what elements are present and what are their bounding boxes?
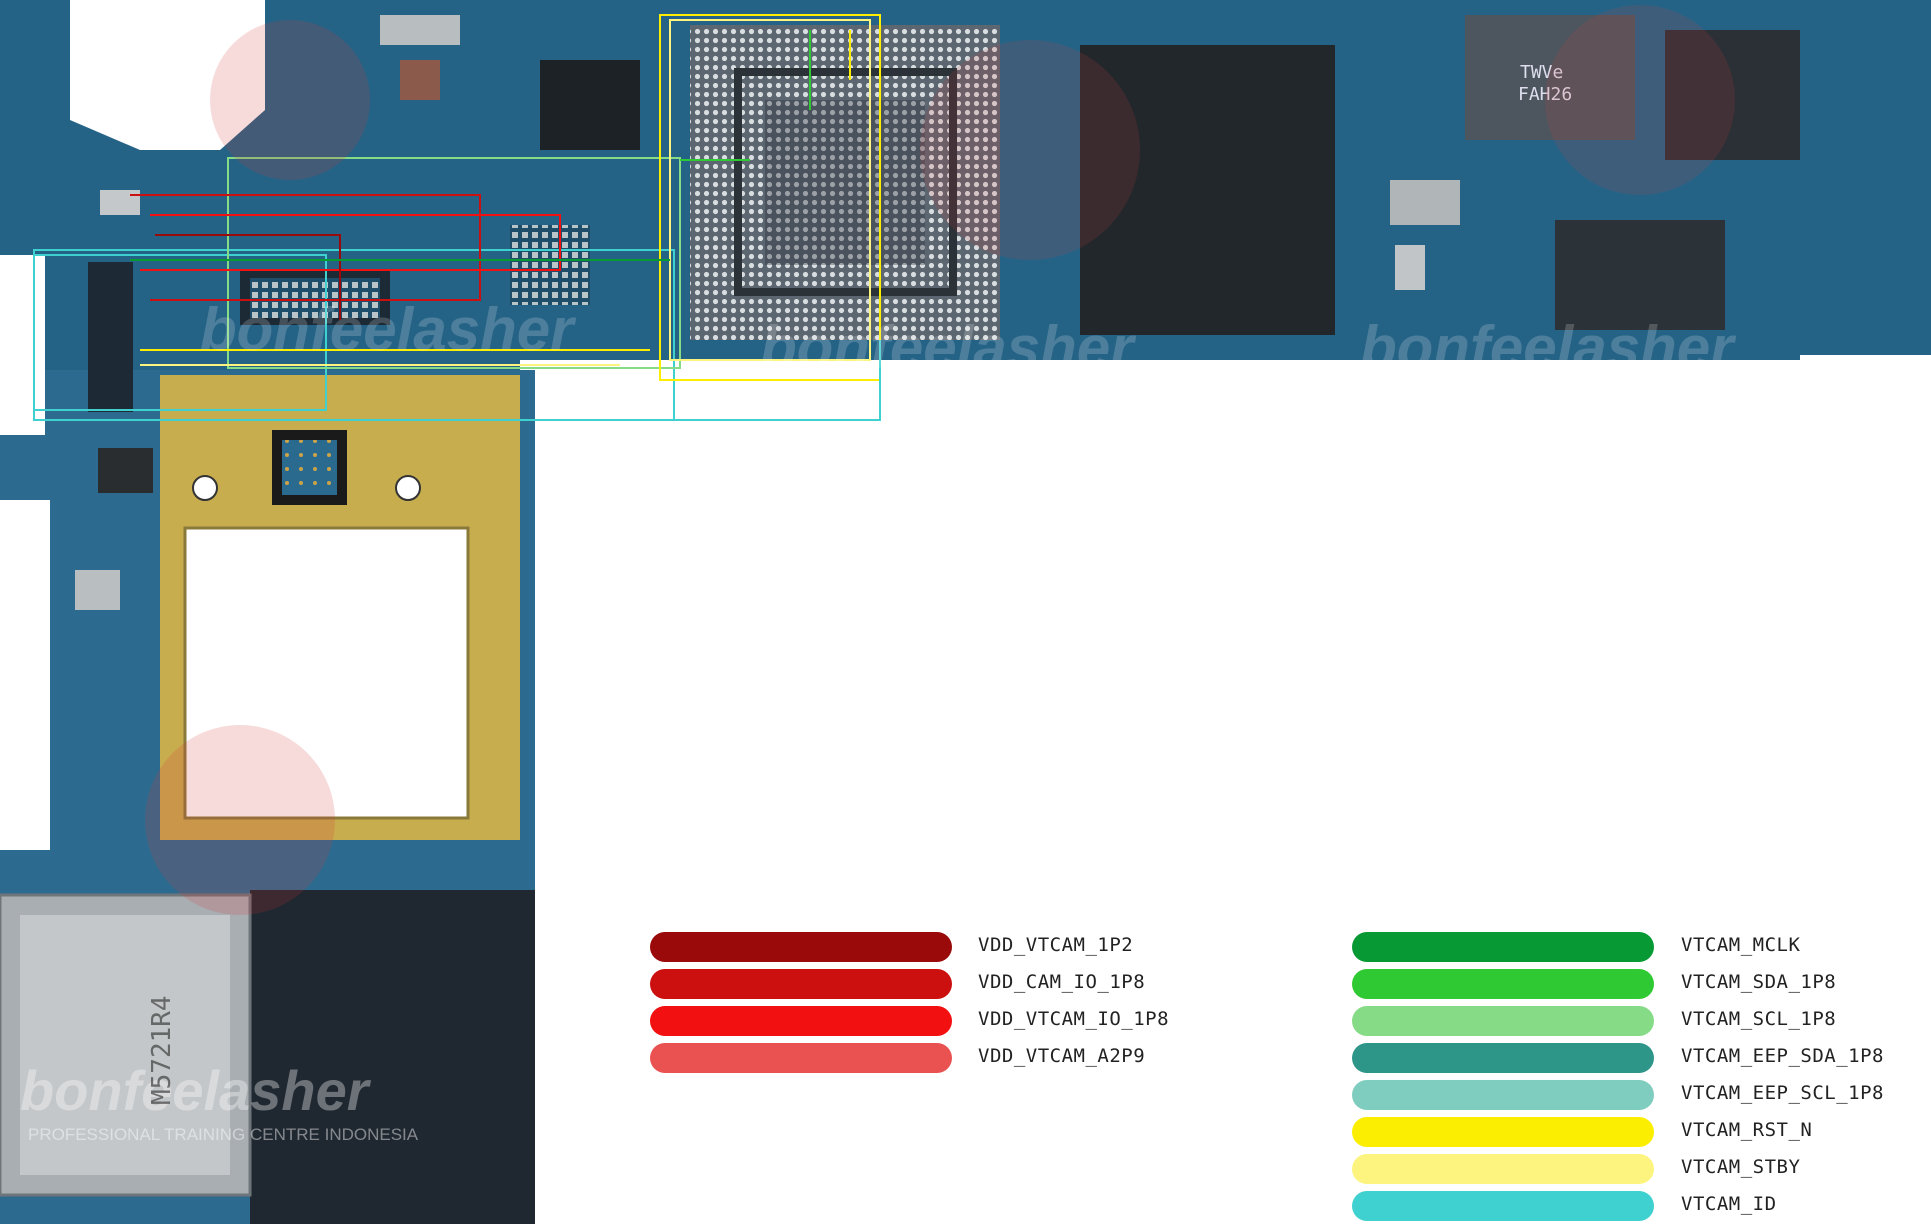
legend-color-swatch [1352,1191,1654,1221]
legend-color-swatch [650,1043,952,1073]
legend-item: VDD_VTCAM_IO_1P8 [0,1006,1931,1038]
memory-chip [1080,45,1335,335]
legend-color-swatch [1352,932,1654,962]
watermark-brand-top-right: bonfeelasher [1360,314,1737,381]
legend-item: VDD_VTCAM_1P2 [0,932,1931,964]
watermark-brand-bottom: bonfeelasher [20,1059,372,1122]
legend-label: VDD_VTCAM_1P2 [978,934,1134,956]
legend-color-swatch [1352,969,1654,999]
legend-item: VTCAM_MCLK [0,932,1931,964]
watermark-brand-top-middle: bonfeelasher [760,314,1137,381]
pmic-chip [540,60,640,150]
legend-item: VTCAM_STBY [0,1154,1931,1186]
legend-item: VDD_VTCAM_A2P9 [0,1043,1931,1075]
legend-item: VTCAM_ID [0,1191,1931,1223]
legend-item: VTCAM_SDA_1P8 [0,969,1931,1001]
watermark-brand-top-left: bonfeelasher [200,296,577,363]
legend-item: VDD_CAM_IO_1P8 [0,969,1931,1001]
legend-color-swatch [1352,1080,1654,1110]
ic-marking-vertical: M5721R4 [147,995,177,1105]
legend-label: VDD_VTCAM_IO_1P8 [978,1008,1170,1030]
chip-marking-2: FAH26 [1518,84,1572,105]
trace-overlay [33,14,881,421]
legend-color-swatch [650,932,952,962]
camera-connector [88,262,133,412]
legend-color-swatch [1352,1043,1654,1073]
legend-label: VTCAM_SDA_1P8 [1681,971,1837,993]
legend-label: VTCAM_EEP_SCL_1P8 [1681,1082,1884,1104]
legend-label: VDD_VTCAM_A2P9 [978,1045,1146,1067]
legend-item: VTCAM_SCL_1P8 [0,1006,1931,1038]
watermark-subtitle: PROFESSIONAL TRAINING CENTRE INDONESIA [28,1125,419,1144]
legend-color-swatch [1352,1117,1654,1147]
legend-item: VTCAM_EEP_SDA_1P8 [0,1043,1931,1075]
legend-label: VDD_CAM_IO_1P8 [978,971,1146,993]
legend-color-swatch [650,969,952,999]
legend-item: VTCAM_RST_N [0,1117,1931,1149]
legend-label: VTCAM_RST_N [1681,1119,1813,1141]
legend-label: VTCAM_STBY [1681,1156,1801,1178]
legend-label: VTCAM_ID [1681,1193,1777,1215]
legend-label: VTCAM_MCLK [1681,934,1801,956]
legend-label: VTCAM_EEP_SDA_1P8 [1681,1045,1884,1067]
legend-item: VTCAM_EEP_SCL_1P8 [0,1080,1931,1112]
legend-label: VTCAM_SCL_1P8 [1681,1008,1837,1030]
chip-marking-1: TWVe [1520,62,1563,83]
legend-color-swatch [1352,1154,1654,1184]
legend-color-swatch [650,1006,952,1036]
legend-color-swatch [1352,1006,1654,1036]
